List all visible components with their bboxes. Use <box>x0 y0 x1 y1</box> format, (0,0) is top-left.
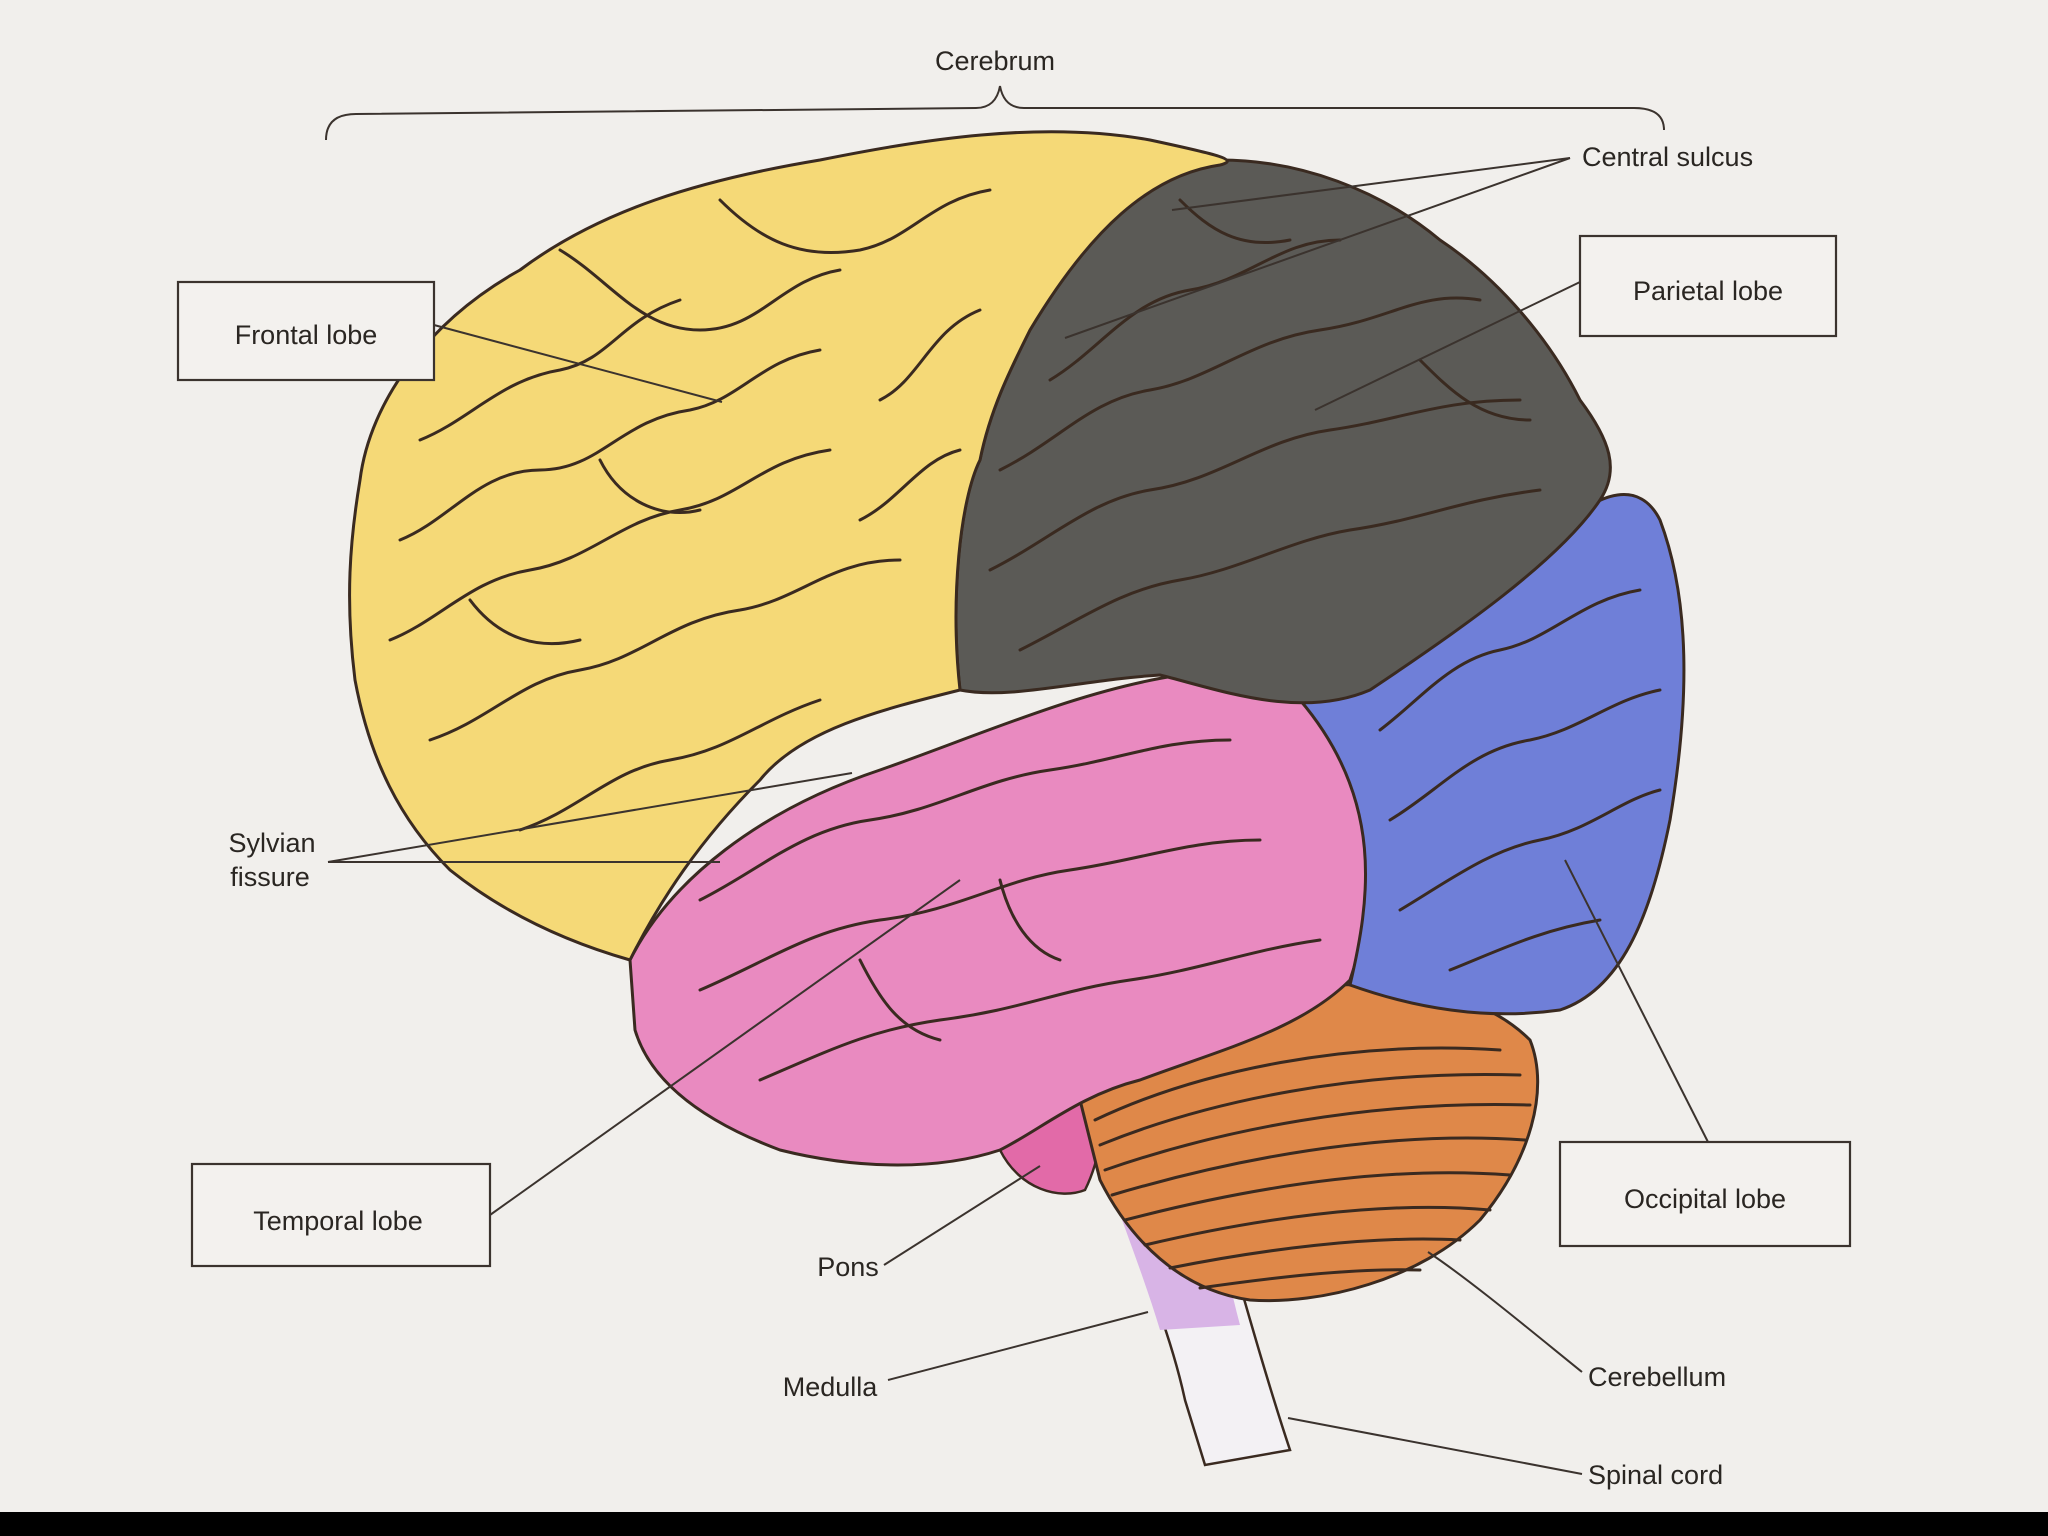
temporal-lobe-label: Temporal lobe <box>253 1206 423 1236</box>
spinal-cord-leader <box>1288 1418 1582 1474</box>
pons-leader <box>884 1166 1040 1265</box>
cerebellum-label: Cerebellum <box>1588 1362 1726 1392</box>
medulla-label: Medulla <box>783 1372 879 1402</box>
cerebellum-leader <box>1428 1252 1582 1372</box>
frontal-lobe-label: Frontal lobe <box>235 320 378 350</box>
occipital-lobe-label: Occipital lobe <box>1624 1184 1786 1214</box>
sylvian-fissure-label-line2: fissure <box>230 862 310 892</box>
spinal-cord-label: Spinal cord <box>1588 1460 1723 1490</box>
medulla-leader <box>888 1312 1148 1380</box>
central-sulcus-label: Central sulcus <box>1582 142 1753 172</box>
parietal-lobe-label: Parietal lobe <box>1633 276 1783 306</box>
cerebrum-label: Cerebrum <box>935 46 1055 76</box>
cerebrum-bracket <box>326 86 1664 140</box>
pons-label: Pons <box>817 1252 879 1282</box>
sylvian-fissure-label-line1: Sylvian <box>228 828 315 858</box>
